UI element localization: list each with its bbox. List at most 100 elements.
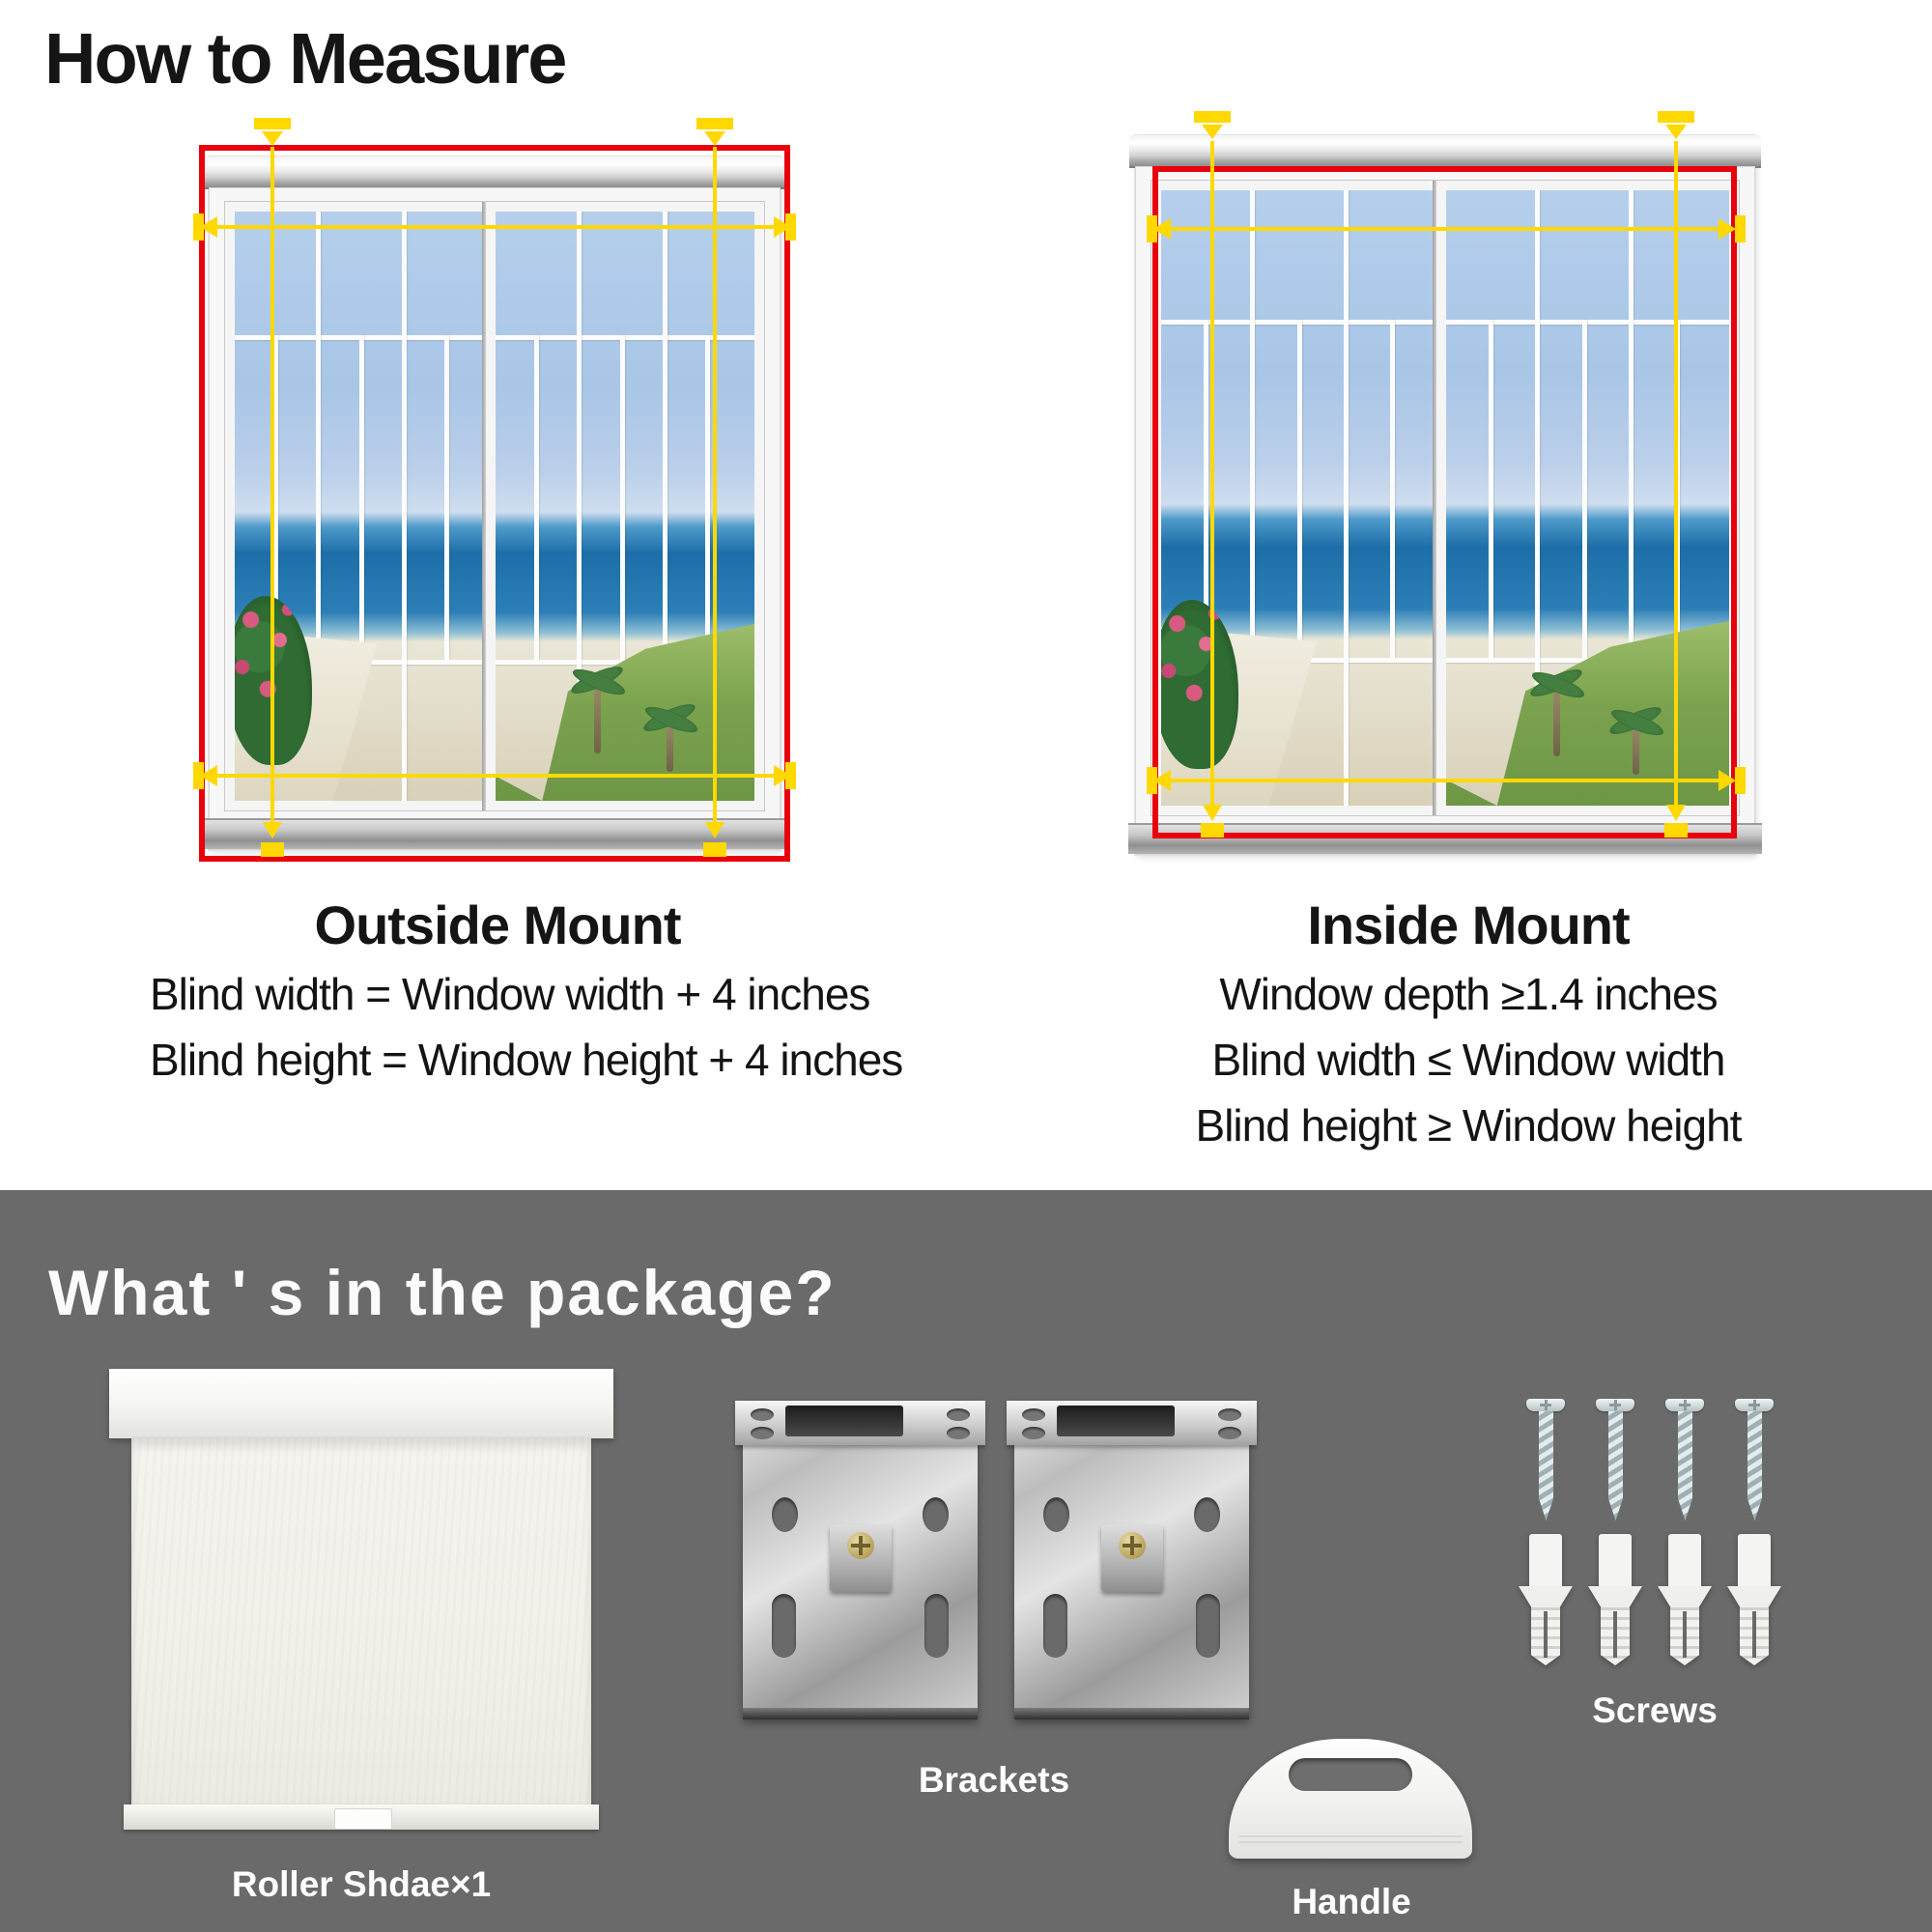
measure-end-cap [1147,767,1157,794]
anchor-wings [1588,1586,1642,1609]
wall-anchor-photo [1727,1534,1781,1665]
palm-tree [1553,687,1561,757]
bracket-slot [785,1406,903,1436]
measure-end-tab [1201,823,1224,838]
anchor-slit [1613,1611,1617,1658]
bracket-center-clip [1101,1524,1163,1592]
measure-end-cap [785,762,796,789]
measure-end-cap [1147,215,1157,242]
muntin-bar [316,212,322,801]
roller-shade-label: Roller Shdae×1 [231,1864,492,1904]
screw-photo [1594,1399,1636,1522]
anchor-body [1738,1534,1771,1590]
height-measure-line [1203,141,1222,821]
screw-shaft [1608,1411,1623,1520]
muntin-bar [1343,190,1349,806]
bracket-hole [1022,1408,1045,1421]
anchor-body [1668,1534,1701,1590]
bracket-hole [1218,1427,1241,1439]
bracket-top-flange [735,1401,985,1445]
muntin-bar [1628,190,1634,806]
width-measure-arrow [1153,218,1736,240]
inside-mount-window-illustration [1128,135,1762,855]
muntin-bar [401,212,407,801]
bracket-screw [847,1532,874,1559]
anchor-slit [1544,1611,1548,1658]
bracket-hole [924,1594,949,1658]
anchor-wings [1727,1586,1781,1609]
flower-bush [1161,599,1238,769]
muntin-bar [1390,319,1396,659]
muntin-bar [705,335,711,660]
muntin-bar [662,212,668,801]
screw-head [1596,1399,1634,1411]
measure-tick-marker-icon [1658,111,1694,139]
bracket-screw [1119,1532,1146,1559]
screw-photo [1524,1399,1567,1522]
roller-shade-pull-tab [334,1808,392,1830]
muntin-bar [235,335,494,341]
bracket-hole [751,1427,774,1439]
muntin-bar [577,212,582,801]
handle-ridges [1238,1832,1463,1847]
palm-tree [593,684,601,754]
bracket-hole [751,1408,774,1421]
outside-mount-rule-height: Blind height = Window height + 4 inches [150,1035,903,1085]
outside-mount-rule-width: Blind width = Window width + 4 inches [150,969,870,1019]
screw-head [1735,1399,1774,1411]
measure-tick-marker-icon [254,118,291,146]
handle-label: Handle [1292,1882,1411,1921]
screw-shaft [1747,1411,1762,1520]
palm-tree [1633,724,1640,776]
window-glass [496,212,754,801]
measure-end-cap [1735,767,1746,794]
measure-end-cap [193,762,204,789]
bracket-hole [947,1408,970,1421]
muntin-bar [496,335,754,341]
package-section-heading: What ' s in the package? [48,1257,837,1328]
outside-mount-instructions: Outside Mount Blind width = Window width… [150,894,903,1086]
bracket-photo-right [1007,1401,1257,1719]
window-right-sash [485,201,765,811]
window-frame [1128,166,1762,855]
screw-shaft [1539,1411,1553,1520]
outside-mount-heading: Outside Mount [314,895,682,955]
anchor-slit [1683,1611,1687,1658]
height-measure-line [1666,141,1686,821]
muntin-bar [1535,190,1541,806]
screw-photo [1663,1399,1706,1522]
muntin-bar [273,335,279,660]
inside-mount-rule-height: Blind height ≥ Window height [1195,1100,1743,1151]
anchor-body [1529,1534,1562,1590]
bracket-hole [772,1594,796,1658]
window-top-molding [1129,135,1761,168]
window-sash-area [1151,180,1740,816]
inside-mount-instructions: Inside Mount Window depth ≥1.4 inches Bl… [1121,894,1816,1151]
muntin-bar [1488,319,1493,659]
bracket-hole [947,1427,970,1439]
anchor-slit [1752,1611,1756,1658]
handle-grip-slot [1289,1758,1412,1791]
inside-mount-rule-depth: Window depth ≥1.4 inches [1219,969,1718,1019]
page-title: How to Measure [44,18,567,99]
screw-head [1526,1399,1565,1411]
measure-end-cap [1735,215,1746,242]
width-measure-arrow [200,765,791,786]
muntin-bar [1296,319,1302,659]
screw-shaft [1678,1411,1692,1520]
roller-shade-cassette [109,1369,613,1438]
measure-end-tab [1664,823,1688,838]
anchor-wings [1658,1586,1712,1609]
bracket-hole [1196,1594,1220,1658]
muntin-bar [444,335,450,660]
outside-mount-measure-frame [199,145,790,862]
bracket-photo-left [735,1401,985,1719]
muntin-bar [358,335,364,660]
screws-label: Screws [1592,1690,1718,1730]
height-measure-line [263,147,282,838]
bracket-hole [1218,1408,1241,1421]
inside-mount-rule-width: Blind width ≤ Window width [1211,1035,1725,1085]
bracket-slot [1057,1406,1175,1436]
brackets-label: Brackets [918,1760,1070,1800]
window-glass [235,212,494,801]
